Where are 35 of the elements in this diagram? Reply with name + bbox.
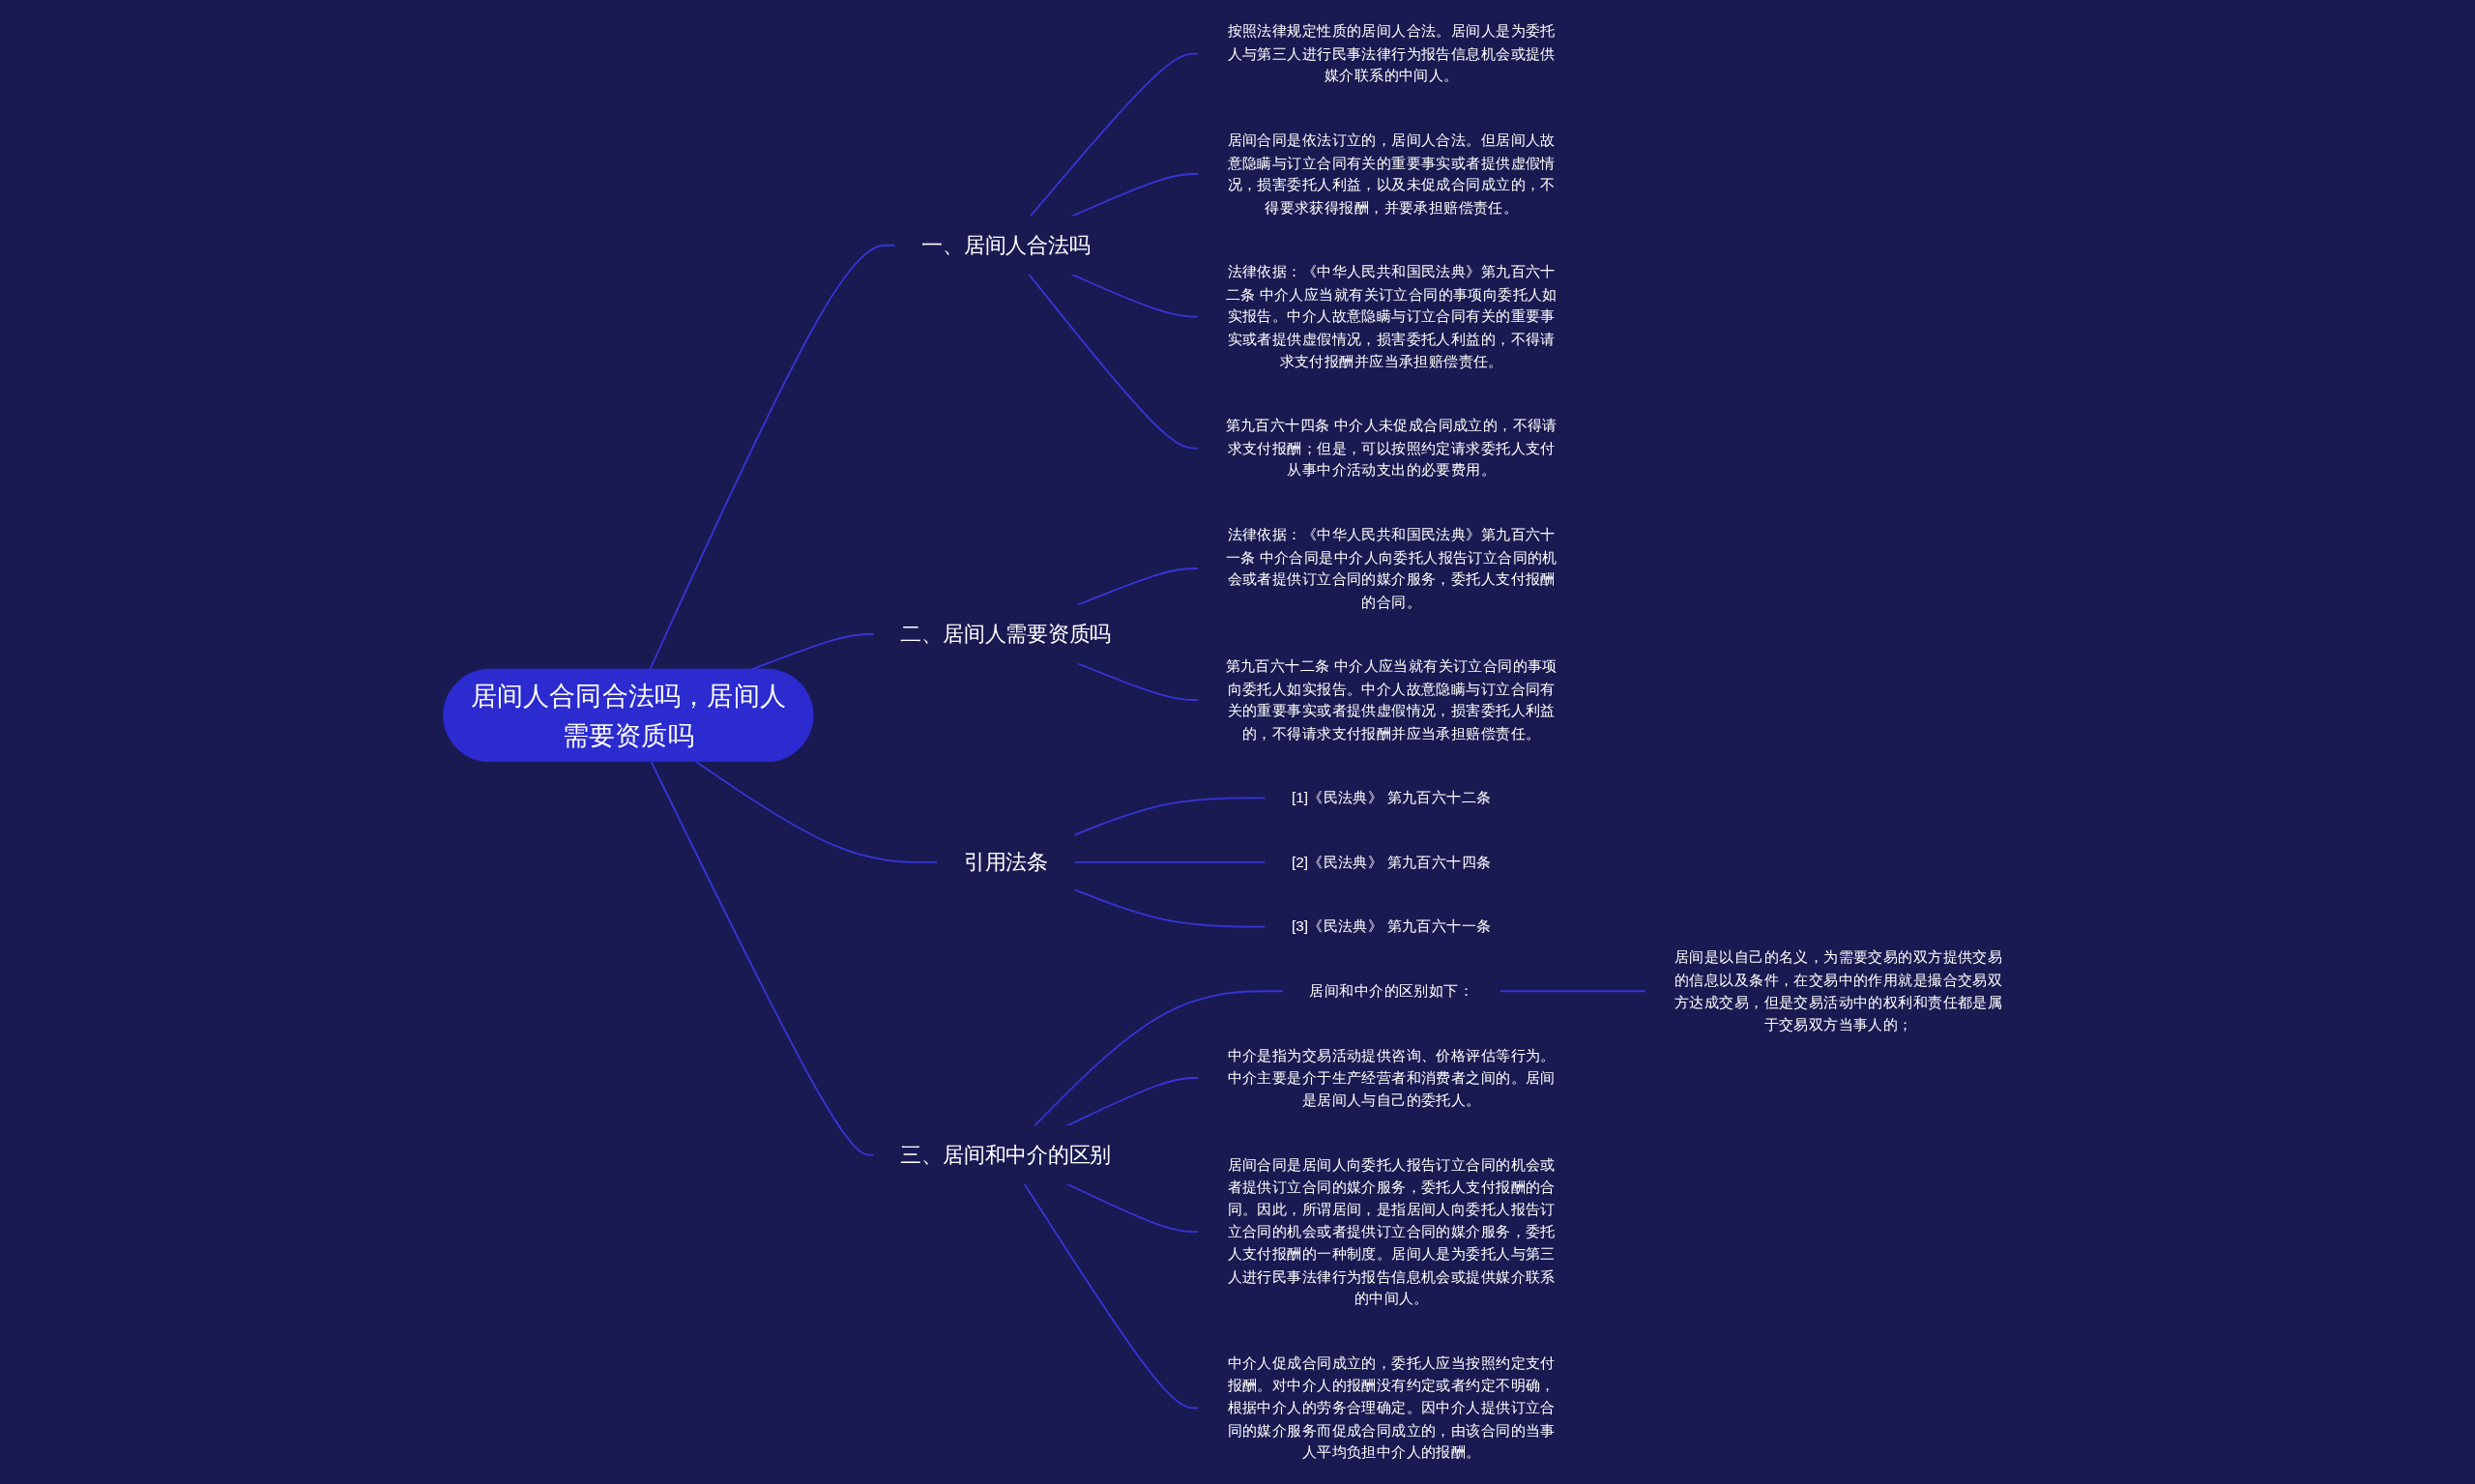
node-text: [3]《民法典》 第九百六十一条 <box>1292 917 1492 935</box>
node-text: 居间和中介的区别如下： <box>1309 982 1473 1000</box>
node-text: 引用法条 <box>963 850 1048 874</box>
connector <box>650 761 876 1156</box>
connector <box>1029 52 1200 218</box>
node-text: 第九百六十二条 中介人应当就有关订立合同的事项向委托人如实报告。中介人故意隐瞒与订立合同有关的重要事实或者提供虚假情况，损害委托人利益的，不得请求支付报酬并应当承担赔偿责任。 <box>1225 657 1558 742</box>
node-text: 三、居间和中介的区别 <box>900 1142 1112 1167</box>
connector <box>1034 990 1285 1127</box>
connector <box>1076 662 1200 701</box>
node-text: 居间合同是依法订立的，居间人合法。但居间人故意隐瞒与订立合同有关的重要事实或者提供虚假情况，损害委托人利益，以及未促成合同成立的，不得要求获得报酬，并要承担赔偿责任。 <box>1227 131 1556 217</box>
connector <box>1065 1182 1200 1233</box>
connector <box>1070 173 1200 218</box>
connector <box>1499 990 1647 993</box>
connector <box>1065 1077 1200 1127</box>
node-text: 一、居间人合法吗 <box>921 233 1091 257</box>
node-text: [2]《民法典》 第九百六十四条 <box>1292 854 1492 871</box>
connector <box>695 761 939 863</box>
connector <box>1023 1182 1200 1410</box>
node-text: 中介人促成合同成立的，委托人应当按照约定支付报酬。对中介人的报酬没有约定或者约定不明确，根据中介人的劳务合理确定。因中介人提供订立合同的媒介服务而促成合同成立的，由该合同的当事人平均负担中介人的报酬。 <box>1227 1354 1556 1461</box>
node-text: 二、居间人需要资质吗 <box>900 622 1112 646</box>
connector <box>1073 888 1267 928</box>
connector <box>1076 567 1200 606</box>
node-text: 按照法律规定性质的居间人合法。居间人是为委托人与第三人进行民事法律行为报告信息机会或提供媒介联系的中间人。 <box>1227 22 1556 85</box>
node-text: 法律依据：《中华人民共和国民法典》第九百六十一条 中介合同是中介人向委托人报告订立合同的机会或者提供订立合同的媒介服务，委托人支付报酬的合同。 <box>1225 526 1558 611</box>
node-text: 居间是以自己的名义，为需要交易的双方提供交易的信息以及条件，在交易中的作用就是撮合交易双方达成交易，但是交易活动中的权利和责任都是属于交易双方当事人的； <box>1674 948 2003 1033</box>
connector <box>649 244 896 671</box>
connector <box>1073 861 1267 863</box>
node-text: 中介是指为交易活动提供咨询、价格评估等行为。中介主要是介于生产经营者和消费者之间的。居间是居间人与自己的委托人。 <box>1227 1047 1556 1109</box>
node-text: [1]《民法典》 第九百六十二条 <box>1292 789 1492 806</box>
connector <box>1073 797 1267 836</box>
node-text: 第九百六十四条 中介人未促成合同成立的，不得请求支付报酬；但是，可以按照约定请求委托人支付从事中介活动支出的必要费用。 <box>1225 417 1558 480</box>
connector <box>1028 273 1200 450</box>
node-text: 法律依据：《中华人民共和国民法典》第九百六十二条 中介人应当就有关订立合同的事项向委托人如实报告。中介人故意隐瞒与订立合同有关的重要事实或者提供虚假情况，损害委托人利益的，不得请求支付报酬并应当承担赔偿责任。 <box>1225 263 1558 370</box>
connector <box>1070 273 1200 318</box>
node-text: 居间合同是居间人向委托人报告订立合同的机会或者提供订立合同的媒介服务，委托人支付报酬的合同。因此，所谓居间，是指居间人向委托人报告订立合同的机会或者提供订立合同的媒介服务，委托人支付报酬的一种制度。居间人是为委托人与第三人进行民事法律行为报告信息机会或提供媒介联系的中间人。 <box>1227 1155 1556 1307</box>
